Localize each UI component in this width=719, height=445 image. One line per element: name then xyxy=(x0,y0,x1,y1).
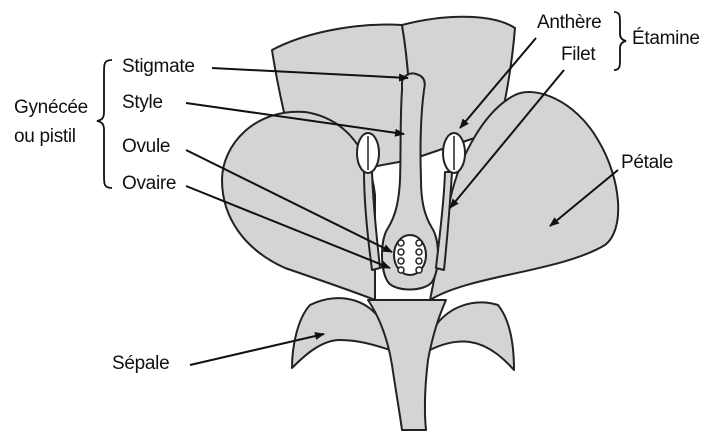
label-pistil: ou pistil xyxy=(14,126,76,148)
label-etamine: Étamine xyxy=(632,28,700,50)
label-petale: Pétale xyxy=(621,152,673,174)
sepal-right xyxy=(430,303,514,370)
label-ovule: Ovule xyxy=(122,136,170,158)
label-anthere: Anthère xyxy=(537,12,601,34)
label-stigmate: Stigmate xyxy=(122,56,195,78)
brace-etamine xyxy=(614,12,626,70)
label-ovaire: Ovaire xyxy=(122,173,176,195)
brace-gynecee xyxy=(97,60,112,188)
label-filet: Filet xyxy=(561,44,595,66)
label-style: Style xyxy=(122,92,163,114)
label-sepale: Sépale xyxy=(112,353,169,375)
label-gynecee: Gynécée xyxy=(14,97,88,119)
stem xyxy=(368,300,446,430)
